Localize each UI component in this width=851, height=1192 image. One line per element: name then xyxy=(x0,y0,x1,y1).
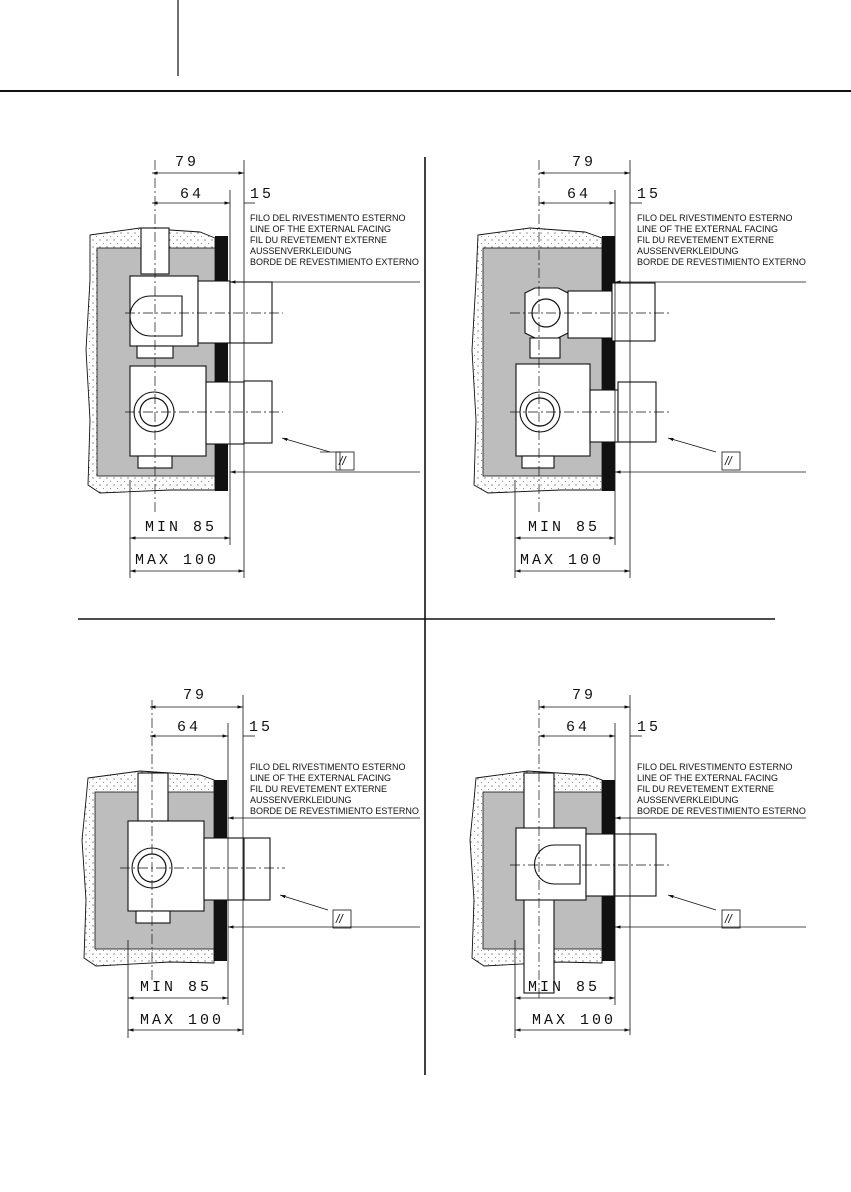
facing-label-it: FILO DEL RIVESTIMENTO ESTERNO xyxy=(250,762,406,772)
facing-label-de: AUSSENVERKLEIDUNG xyxy=(637,246,739,256)
dim-15: 15 xyxy=(250,186,274,203)
dim-15: 15 xyxy=(637,719,661,736)
upper-valve-nut xyxy=(529,337,561,359)
facing-label-fr: FIL DU REVETEMENT EXTERNE xyxy=(250,235,387,245)
lower-valve-neck xyxy=(205,381,245,445)
dim-min: MIN 85 xyxy=(528,519,600,536)
dim-max: MAX 100 xyxy=(140,1012,224,1029)
facing-label-fr: FIL DU REVETEMENT EXTERNE xyxy=(637,784,774,794)
dim-79: 79 xyxy=(183,687,207,704)
facing-label-es: BORDE DE REVESTIMIENTO ESTERNO xyxy=(250,806,419,816)
facing-label-es: BORDE DE REVESTIMIENTO EXTERNO xyxy=(637,257,806,267)
facing-label-it: FILO DEL RIVESTIMENTO ESTERNO xyxy=(637,762,793,772)
panel-bottom-left: 79 64 15 MIN 85 MAX 100 FILO DEL RIVESTI… xyxy=(81,687,420,1038)
panel-bottom-right: 79 64 15 MIN 85 MAX 100 FILO DEL RIVESTI… xyxy=(469,687,806,1038)
parallel-symbol-box xyxy=(335,451,355,471)
dim-64: 64 xyxy=(180,186,204,203)
upper-valve-cap xyxy=(611,282,656,342)
parallel-symbol-box xyxy=(721,451,741,471)
lower-valve-nut xyxy=(521,455,555,469)
external-facing-strip xyxy=(602,236,615,491)
facing-label-en: LINE OF THE EXTERNAL FACING xyxy=(250,224,391,234)
upper-valve-neck xyxy=(567,290,613,339)
dim-min: MIN 85 xyxy=(140,979,212,996)
parallel-symbol: // xyxy=(338,454,347,468)
parallel-symbol-box xyxy=(721,909,741,929)
dim-min: MIN 85 xyxy=(528,979,600,996)
dim-64: 64 xyxy=(567,186,591,203)
dim-64: 64 xyxy=(566,719,590,736)
facing-label-en: LINE OF THE EXTERNAL FACING xyxy=(637,224,778,234)
facing-label-it: FILO DEL RIVESTIMENTO ESTERNO xyxy=(637,213,793,223)
upper-valve-neck xyxy=(197,280,231,344)
parallel-symbol: // xyxy=(724,912,733,926)
facing-label-es: BORDE DE REVESTIMIENTO ESTERNO xyxy=(637,806,806,816)
upper-valve-cap xyxy=(229,281,273,344)
supply-pipe xyxy=(137,772,169,822)
facing-label-de: AUSSENVERKLEIDUNG xyxy=(250,795,352,805)
dim-15: 15 xyxy=(637,186,661,203)
dim-max: MAX 100 xyxy=(520,552,604,569)
dim-15: 15 xyxy=(249,719,273,736)
facing-label-en: LINE OF THE EXTERNAL FACING xyxy=(637,773,778,783)
dim-64: 64 xyxy=(177,719,201,736)
dim-79: 79 xyxy=(175,154,199,171)
facing-label-de: AUSSENVERKLEIDUNG xyxy=(250,246,352,256)
parallel-symbol-box xyxy=(332,909,352,929)
facing-label-it: FILO DEL RIVESTIMENTO ESTERNO xyxy=(250,213,406,223)
facing-label-fr: FIL DU REVETEMENT EXTERNE xyxy=(250,784,387,794)
valve-cap xyxy=(243,837,271,901)
upper-valve-yoke xyxy=(129,295,183,337)
panel-top-right: 79 64 15 MIN 85 MAX 100 FILO DEL RIVESTI… xyxy=(471,154,806,578)
lower-valve-neck xyxy=(589,389,619,443)
panel-top-left: 79 64 15 MIN 85 MAX 100 FILO DEL RIVESTI… xyxy=(85,154,420,578)
parallel-symbol: // xyxy=(335,912,344,926)
dim-79: 79 xyxy=(572,154,596,171)
dim-max: MAX 100 xyxy=(532,1012,616,1029)
valve-yoke xyxy=(534,844,581,885)
parallel-symbol: // xyxy=(724,454,733,468)
facing-label-es: BORDE DE REVESTIMIENTO EXTERNO xyxy=(250,257,419,267)
external-facing-strip xyxy=(215,236,228,491)
facing-label-fr: FIL DU REVETEMENT EXTERNE xyxy=(637,235,774,245)
facing-label-en: LINE OF THE EXTERNAL FACING xyxy=(250,773,391,783)
dim-max: MAX 100 xyxy=(135,552,219,569)
valve-nut xyxy=(135,910,171,924)
facing-label-de: AUSSENVERKLEIDUNG xyxy=(637,795,739,805)
dim-79: 79 xyxy=(572,687,596,704)
dim-min: MIN 85 xyxy=(145,519,217,536)
valve-neck xyxy=(203,837,245,901)
